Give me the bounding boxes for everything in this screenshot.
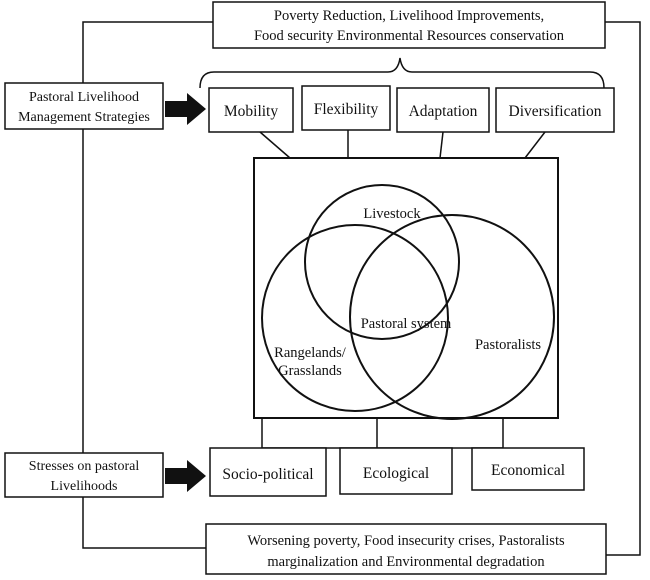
stress-economical-label: Economical xyxy=(491,462,565,479)
strategy-adaptation-box: Adaptation xyxy=(396,87,490,133)
strategies-brace xyxy=(199,57,605,89)
strategy-mobility-box: Mobility xyxy=(208,87,294,133)
bottom-outcome-line2: marginalization and Environmental degrad… xyxy=(267,554,545,570)
rangelands-label-line1: Rangelands/ xyxy=(274,345,347,361)
right-loop-line xyxy=(605,21,641,556)
stress-ecological-label: Ecological xyxy=(363,465,429,482)
left-loop-line xyxy=(82,21,213,549)
strategy-mobility-label: Mobility xyxy=(224,103,279,120)
strategy-diversification-box: Diversification xyxy=(495,87,615,133)
stress-socio-political-label: Socio-political xyxy=(222,466,313,483)
stresses-arrow-icon xyxy=(165,460,206,492)
connector-mobility xyxy=(259,131,291,159)
stress-socio-political-box: Socio-political xyxy=(209,447,327,497)
strategy-flexibility-box: Flexibility xyxy=(301,85,391,131)
pastoral-system-box: Livestock Pastoral system Pastoralists R… xyxy=(253,157,559,420)
stress-connectors xyxy=(261,418,504,449)
rangelands-label-line2: Grasslands xyxy=(278,363,342,379)
connector-adaptation xyxy=(439,131,444,159)
strategy-connectors xyxy=(259,130,546,159)
livestock-circle xyxy=(304,184,460,340)
top-outcome-box: Poverty Reduction, Livelihood Improvemen… xyxy=(212,1,606,49)
strategy-flexibility-label: Flexibility xyxy=(314,101,379,118)
strategy-diversification-label: Diversification xyxy=(509,103,602,120)
stress-economical-box: Economical xyxy=(471,447,585,491)
bottom-outcome-box: Worsening poverty, Food insecurity crise… xyxy=(205,523,607,575)
rangelands-circle xyxy=(261,224,449,412)
strategies-label-box: Pastoral Livelihood Management Strategie… xyxy=(4,82,164,130)
pastoralists-label: Pastoralists xyxy=(475,337,541,353)
bottom-outcome-line1: Worsening poverty, Food insecurity crise… xyxy=(247,533,565,549)
feedback-loop-lines xyxy=(82,21,641,556)
livestock-label: Livestock xyxy=(363,206,421,222)
strategies-label-line1: Pastoral Livelihood xyxy=(29,90,139,105)
stresses-label-line1: Stresses on pastoral xyxy=(29,459,140,474)
top-outcome-line2: Food security Environmental Resources co… xyxy=(254,28,565,44)
pastoralists-circle xyxy=(349,214,555,420)
stresses-label-box: Stresses on pastoral Livelihoods xyxy=(4,452,164,498)
top-outcome-line1: Poverty Reduction, Livelihood Improvemen… xyxy=(274,8,544,24)
stress-ecological-box: Ecological xyxy=(339,447,453,495)
strategy-adaptation-label: Adaptation xyxy=(409,103,478,120)
connector-diversification xyxy=(524,131,546,159)
pastoral-system-label: Pastoral system xyxy=(361,316,452,332)
stresses-label-line2: Livelihoods xyxy=(51,479,118,494)
strategies-arrow-icon xyxy=(165,93,206,125)
strategies-label-line2: Management Strategies xyxy=(18,110,150,125)
